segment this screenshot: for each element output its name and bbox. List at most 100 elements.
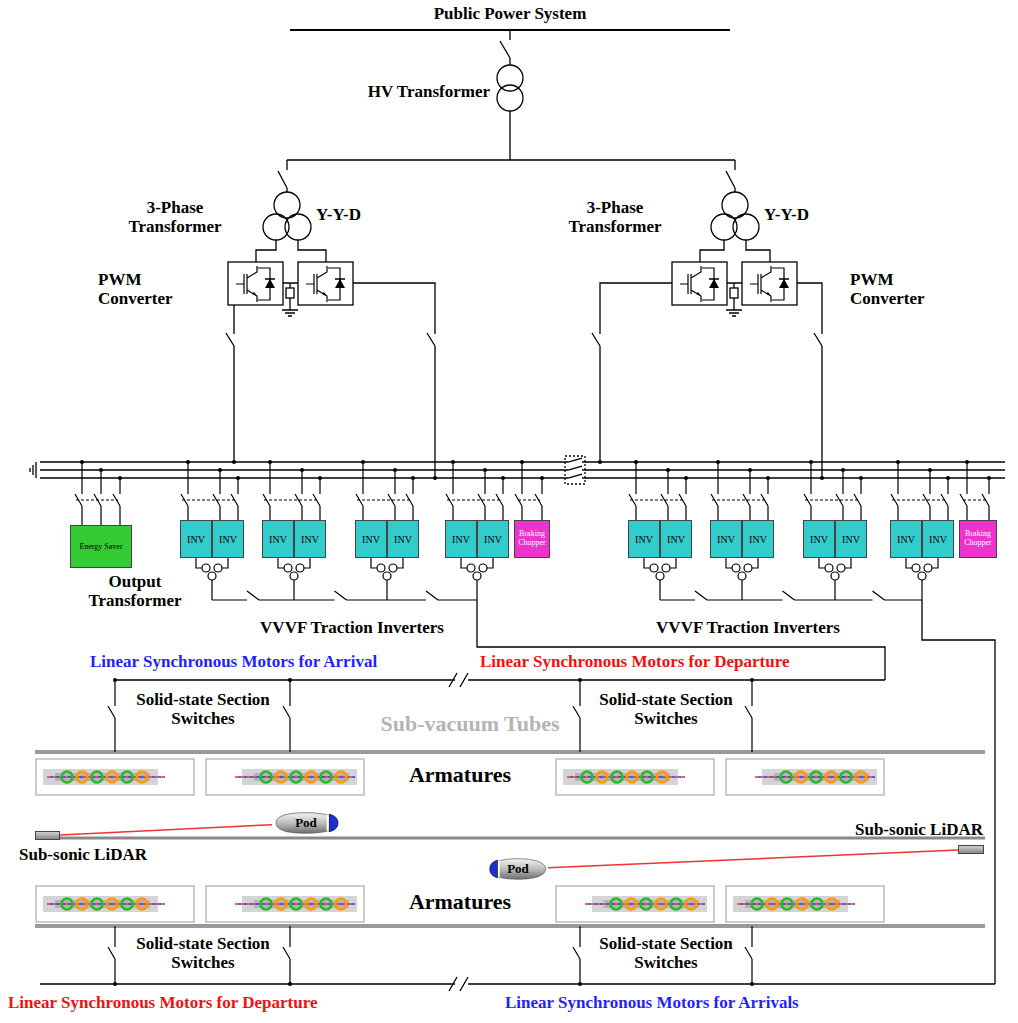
dc-link-wires — [353, 283, 435, 478]
inverter-box: INV — [922, 520, 954, 558]
supply-wires — [726, 160, 735, 192]
dc-link-wires — [226, 305, 234, 462]
lidar-sensor: Sub-sonic LiDAR — [35, 831, 60, 840]
armature — [206, 759, 364, 795]
braking-chopper-box: Braking Chopper — [514, 520, 550, 558]
armature — [36, 759, 884, 922]
output-transformer-wire — [278, 558, 310, 600]
pod-body — [276, 813, 337, 834]
output-transformer-coil — [738, 572, 746, 580]
schematic-label: Linear Synchronous Motors for Departure — [8, 993, 408, 1012]
dc-link-wires — [592, 283, 672, 462]
output-transformer-coil — [377, 564, 385, 572]
box-text: INV — [810, 534, 828, 545]
lidar-beam — [60, 825, 272, 835]
schematic-label: Public Power System — [390, 4, 630, 23]
dc-link-wires — [797, 283, 822, 478]
output-transformer-coil — [831, 572, 839, 580]
pwm-converter — [672, 262, 727, 305]
output-transformer-coil — [744, 564, 752, 572]
output-transformer-coil — [732, 564, 740, 572]
box-text: INV — [219, 534, 237, 545]
output-transformer-wire — [371, 558, 403, 600]
bus-dots — [232, 460, 236, 464]
inverter-box: INV — [628, 520, 660, 558]
armature — [36, 759, 194, 795]
switch-wire — [891, 462, 948, 520]
output-transformer-coil — [467, 564, 475, 572]
schematic-label: Output Transformer — [85, 572, 185, 610]
output-transformer-coil — [837, 564, 845, 572]
inverter-box: INV — [835, 520, 867, 558]
gang-line — [963, 499, 987, 500]
output-transformer-coil — [650, 564, 658, 572]
pod-nose — [498, 861, 500, 877]
inverter-box: INV — [294, 520, 326, 558]
pod-capsule: Pod — [488, 858, 548, 880]
gang-line — [357, 499, 411, 500]
lsm-feeders — [922, 600, 995, 984]
inverter-wires — [75, 460, 991, 986]
box-text: INV — [362, 534, 380, 545]
supply-wires — [497, 85, 523, 111]
box-text: Pod — [507, 861, 529, 877]
switch-wire — [356, 462, 413, 520]
switch-wire — [629, 462, 686, 520]
pwm-converter — [742, 262, 797, 305]
output-transformer-wire — [819, 558, 851, 600]
inverter-box: INV — [387, 520, 419, 558]
tube-walls — [35, 752, 985, 926]
supply-wires — [285, 214, 311, 240]
output-transformer-coil — [202, 564, 210, 572]
output-transformer-coil — [825, 564, 833, 572]
output-transformer-coil — [479, 564, 487, 572]
pod-nose — [329, 814, 338, 832]
pod-nose — [327, 815, 329, 831]
pwm-converter — [286, 288, 294, 298]
inverter-box: INV — [262, 520, 294, 558]
braking-chopper-box: Braking Chopper — [959, 520, 997, 558]
gang-line — [447, 499, 501, 500]
inverter-box: INV — [710, 520, 742, 558]
switch-wire — [515, 462, 542, 520]
lidar-sensor: Sub-sonic LiDAR — [958, 845, 984, 854]
box-text: INV — [842, 534, 860, 545]
output-transformer-wire — [644, 558, 676, 600]
armature — [726, 759, 884, 795]
schematic-label: Solid-state Section Switches — [596, 934, 736, 972]
output-transformer-coil — [924, 564, 932, 572]
switch-wire — [711, 462, 768, 520]
sensor-label: Sub-sonic LiDAR — [19, 845, 147, 864]
box-text: INV — [452, 534, 470, 545]
gang-line — [264, 499, 318, 500]
gang-line — [712, 499, 766, 500]
armature — [726, 886, 884, 922]
box-text: Braking Chopper — [515, 530, 549, 548]
schematic-label: HV Transformer — [365, 82, 490, 101]
output-transformer-coil — [473, 572, 481, 580]
box-text: INV — [929, 534, 947, 545]
dc-link-wires — [726, 283, 742, 316]
output-transformer-coil — [662, 564, 670, 572]
lsm-feeders — [40, 977, 995, 991]
bus-dots — [598, 460, 602, 464]
output-transformer-coil — [918, 572, 926, 580]
dc-bus — [568, 458, 582, 478]
tube-walls — [35, 752, 985, 926]
igbt-symbol — [236, 266, 275, 302]
inverter-box: INV — [212, 520, 244, 558]
switch-wire — [181, 462, 238, 520]
output-transformer-coil — [208, 572, 216, 580]
schematic-label: Armatures — [375, 890, 545, 915]
box-text: INV — [749, 534, 767, 545]
igbt-symbol — [306, 266, 345, 302]
box-text: INV — [484, 534, 502, 545]
gang-line — [892, 499, 946, 500]
schematic-label: Solid-state Section Switches — [596, 690, 736, 728]
bus-dots — [820, 476, 824, 480]
sensor-label: Sub-sonic LiDAR — [855, 820, 983, 839]
output-switch-row — [660, 591, 922, 600]
dc-bus — [30, 462, 36, 478]
energy-saver-box: Energy Saver — [70, 525, 132, 568]
switch-wire — [804, 462, 861, 520]
